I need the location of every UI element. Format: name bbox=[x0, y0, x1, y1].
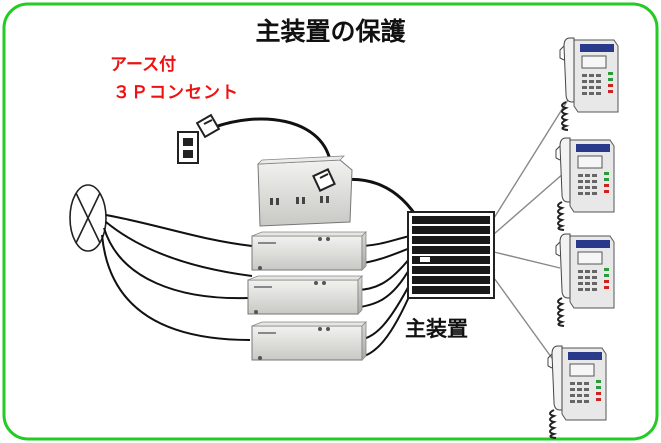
outlet-label-line1: アース付 bbox=[110, 55, 177, 75]
wall-outlet-icon bbox=[177, 131, 199, 164]
phone-lines bbox=[493, 86, 577, 373]
diagram-title: 主装置の保護 bbox=[255, 17, 406, 46]
strip-plug-icon bbox=[312, 168, 336, 192]
outlet-label-line2: ３Ｐコンセント bbox=[113, 83, 239, 103]
surge-protector bbox=[251, 321, 367, 361]
main-unit-label: 主装置 bbox=[405, 317, 468, 341]
surge-protector bbox=[251, 231, 367, 271]
surge-protector bbox=[247, 275, 363, 315]
arrester-symbol bbox=[69, 184, 107, 252]
power-strip bbox=[256, 155, 353, 227]
main-unit bbox=[407, 211, 495, 299]
plug-icon bbox=[195, 113, 221, 139]
